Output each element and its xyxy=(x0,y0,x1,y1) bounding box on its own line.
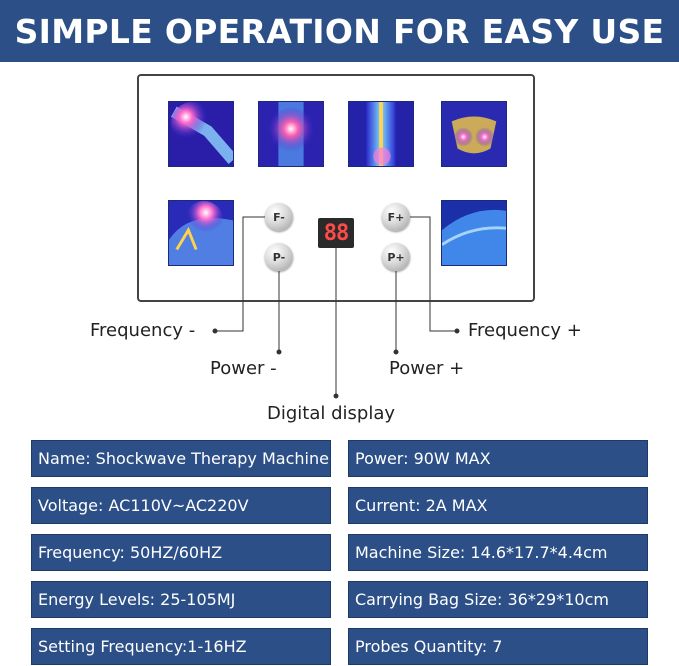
therapy-image-shoulder xyxy=(168,200,234,266)
frequency-minus-button[interactable]: F- xyxy=(265,203,293,231)
spec-energy-levels: Energy Levels: 25-105MJ xyxy=(31,581,331,618)
spec-machine-size: Machine Size: 14.6*17.7*4.4cm xyxy=(348,534,648,571)
power-plus-label: Power + xyxy=(389,358,465,379)
therapy-image-elbow xyxy=(168,101,234,167)
power-minus-label: Power - xyxy=(210,358,277,379)
therapy-image-knee xyxy=(258,101,324,167)
spec-probes-quantity: Probes Quantity: 7 xyxy=(348,628,648,665)
therapy-image-pelvis xyxy=(441,101,507,167)
spec-name: Name: Shockwave Therapy Machine xyxy=(31,440,331,477)
frequency-minus-label: Frequency - xyxy=(90,320,196,341)
digital-display: 88 xyxy=(318,218,354,248)
digital-display-label: Digital display xyxy=(267,403,396,424)
therapy-image-back xyxy=(441,200,507,266)
spec-carrying-bag-size: Carrying Bag Size: 36*29*10cm xyxy=(348,581,648,618)
frequency-plus-label: Frequency + xyxy=(468,320,582,341)
header-banner: SIMPLE OPERATION FOR EASY USE xyxy=(0,0,679,62)
spec-voltage: Voltage: AC110V~AC220V xyxy=(31,487,331,524)
spec-frequency: Frequency: 50HZ/60HZ xyxy=(31,534,331,571)
spec-power: Power: 90W MAX xyxy=(348,440,648,477)
power-minus-button[interactable]: P- xyxy=(265,243,293,271)
spec-current: Current: 2A MAX xyxy=(348,487,648,524)
banner-title: SIMPLE OPERATION FOR EASY USE xyxy=(14,11,665,51)
therapy-image-shin xyxy=(348,101,414,167)
spec-setting-frequency: Setting Frequency:1-16HZ xyxy=(31,628,331,665)
power-plus-button[interactable]: P+ xyxy=(382,243,410,271)
frequency-plus-button[interactable]: F+ xyxy=(382,203,410,231)
